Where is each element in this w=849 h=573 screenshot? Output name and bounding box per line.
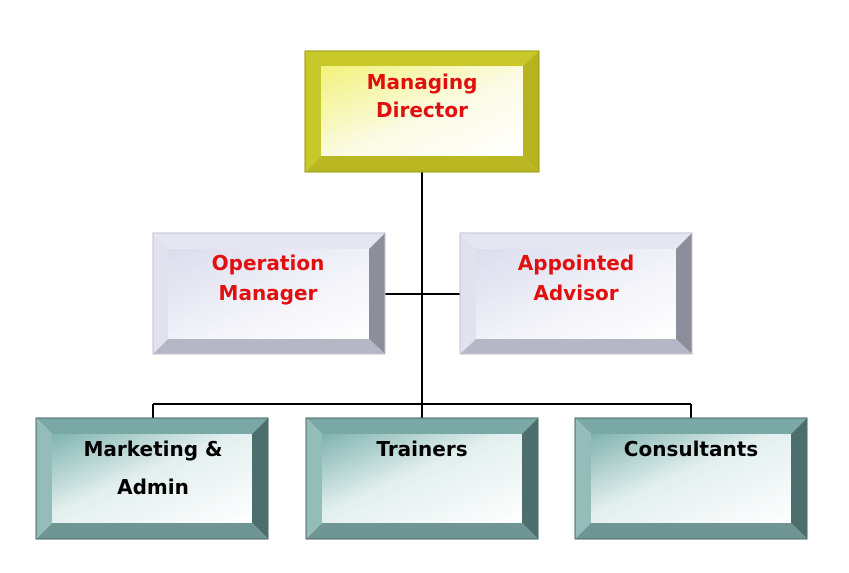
- bevel-bottom: [305, 156, 539, 172]
- node-label-line-1: Managing: [367, 70, 478, 94]
- bevel-right: [791, 418, 807, 539]
- node-consultants: Consultants: [574, 417, 808, 540]
- face: [591, 434, 791, 523]
- face: [321, 66, 523, 156]
- outline: [304, 50, 540, 173]
- face: [168, 249, 369, 339]
- connectors: [152, 172, 692, 418]
- bevel-left: [36, 418, 52, 539]
- node-trainers: Trainers: [305, 417, 539, 540]
- outline: [574, 417, 808, 540]
- bevel-right: [369, 233, 385, 354]
- bevel-bottom: [306, 523, 538, 539]
- node-appointed-advisor: Appointed Advisor: [459, 232, 693, 355]
- bevel-left: [306, 418, 322, 539]
- outline: [35, 417, 269, 540]
- node-label-line-1: Marketing &: [84, 437, 223, 461]
- bevel-left: [575, 418, 591, 539]
- bevel-right: [252, 418, 268, 539]
- bevel-bottom: [575, 523, 807, 539]
- bevel-top: [575, 418, 807, 434]
- bevel-top: [305, 51, 539, 66]
- face: [52, 434, 252, 523]
- node-label-line-2: Director: [376, 98, 468, 122]
- bevel-left: [153, 233, 168, 354]
- node-label-line-2: Admin: [117, 475, 189, 499]
- face: [322, 434, 522, 523]
- node-label: Consultants: [624, 437, 758, 461]
- bevel-bottom: [460, 339, 692, 354]
- node-label: Trainers: [376, 437, 467, 461]
- bevel-top: [36, 418, 268, 434]
- bevel-right: [676, 233, 692, 354]
- node-marketing-admin: Marketing & Admin: [35, 417, 269, 540]
- node-managing-director: Managing Director: [304, 50, 540, 173]
- node-label-line-1: Operation: [212, 251, 325, 275]
- outline: [152, 232, 386, 355]
- node-label-line-2: Manager: [219, 281, 318, 305]
- bevel-right: [522, 418, 538, 539]
- bevel-top: [306, 418, 538, 434]
- bevel-left: [305, 51, 321, 172]
- bevel-top: [460, 233, 692, 249]
- bevel-bottom: [36, 523, 268, 539]
- bevel-bottom: [153, 339, 385, 354]
- node-label-line-2: Advisor: [533, 281, 618, 305]
- bevel-right: [523, 51, 539, 172]
- node-operation-manager: Operation Manager: [152, 232, 386, 355]
- bevel-left: [460, 233, 476, 354]
- bevel-top: [153, 233, 385, 249]
- node-label-line-1: Appointed: [518, 251, 634, 275]
- face: [476, 249, 676, 339]
- outline: [459, 232, 693, 355]
- outline: [305, 417, 539, 540]
